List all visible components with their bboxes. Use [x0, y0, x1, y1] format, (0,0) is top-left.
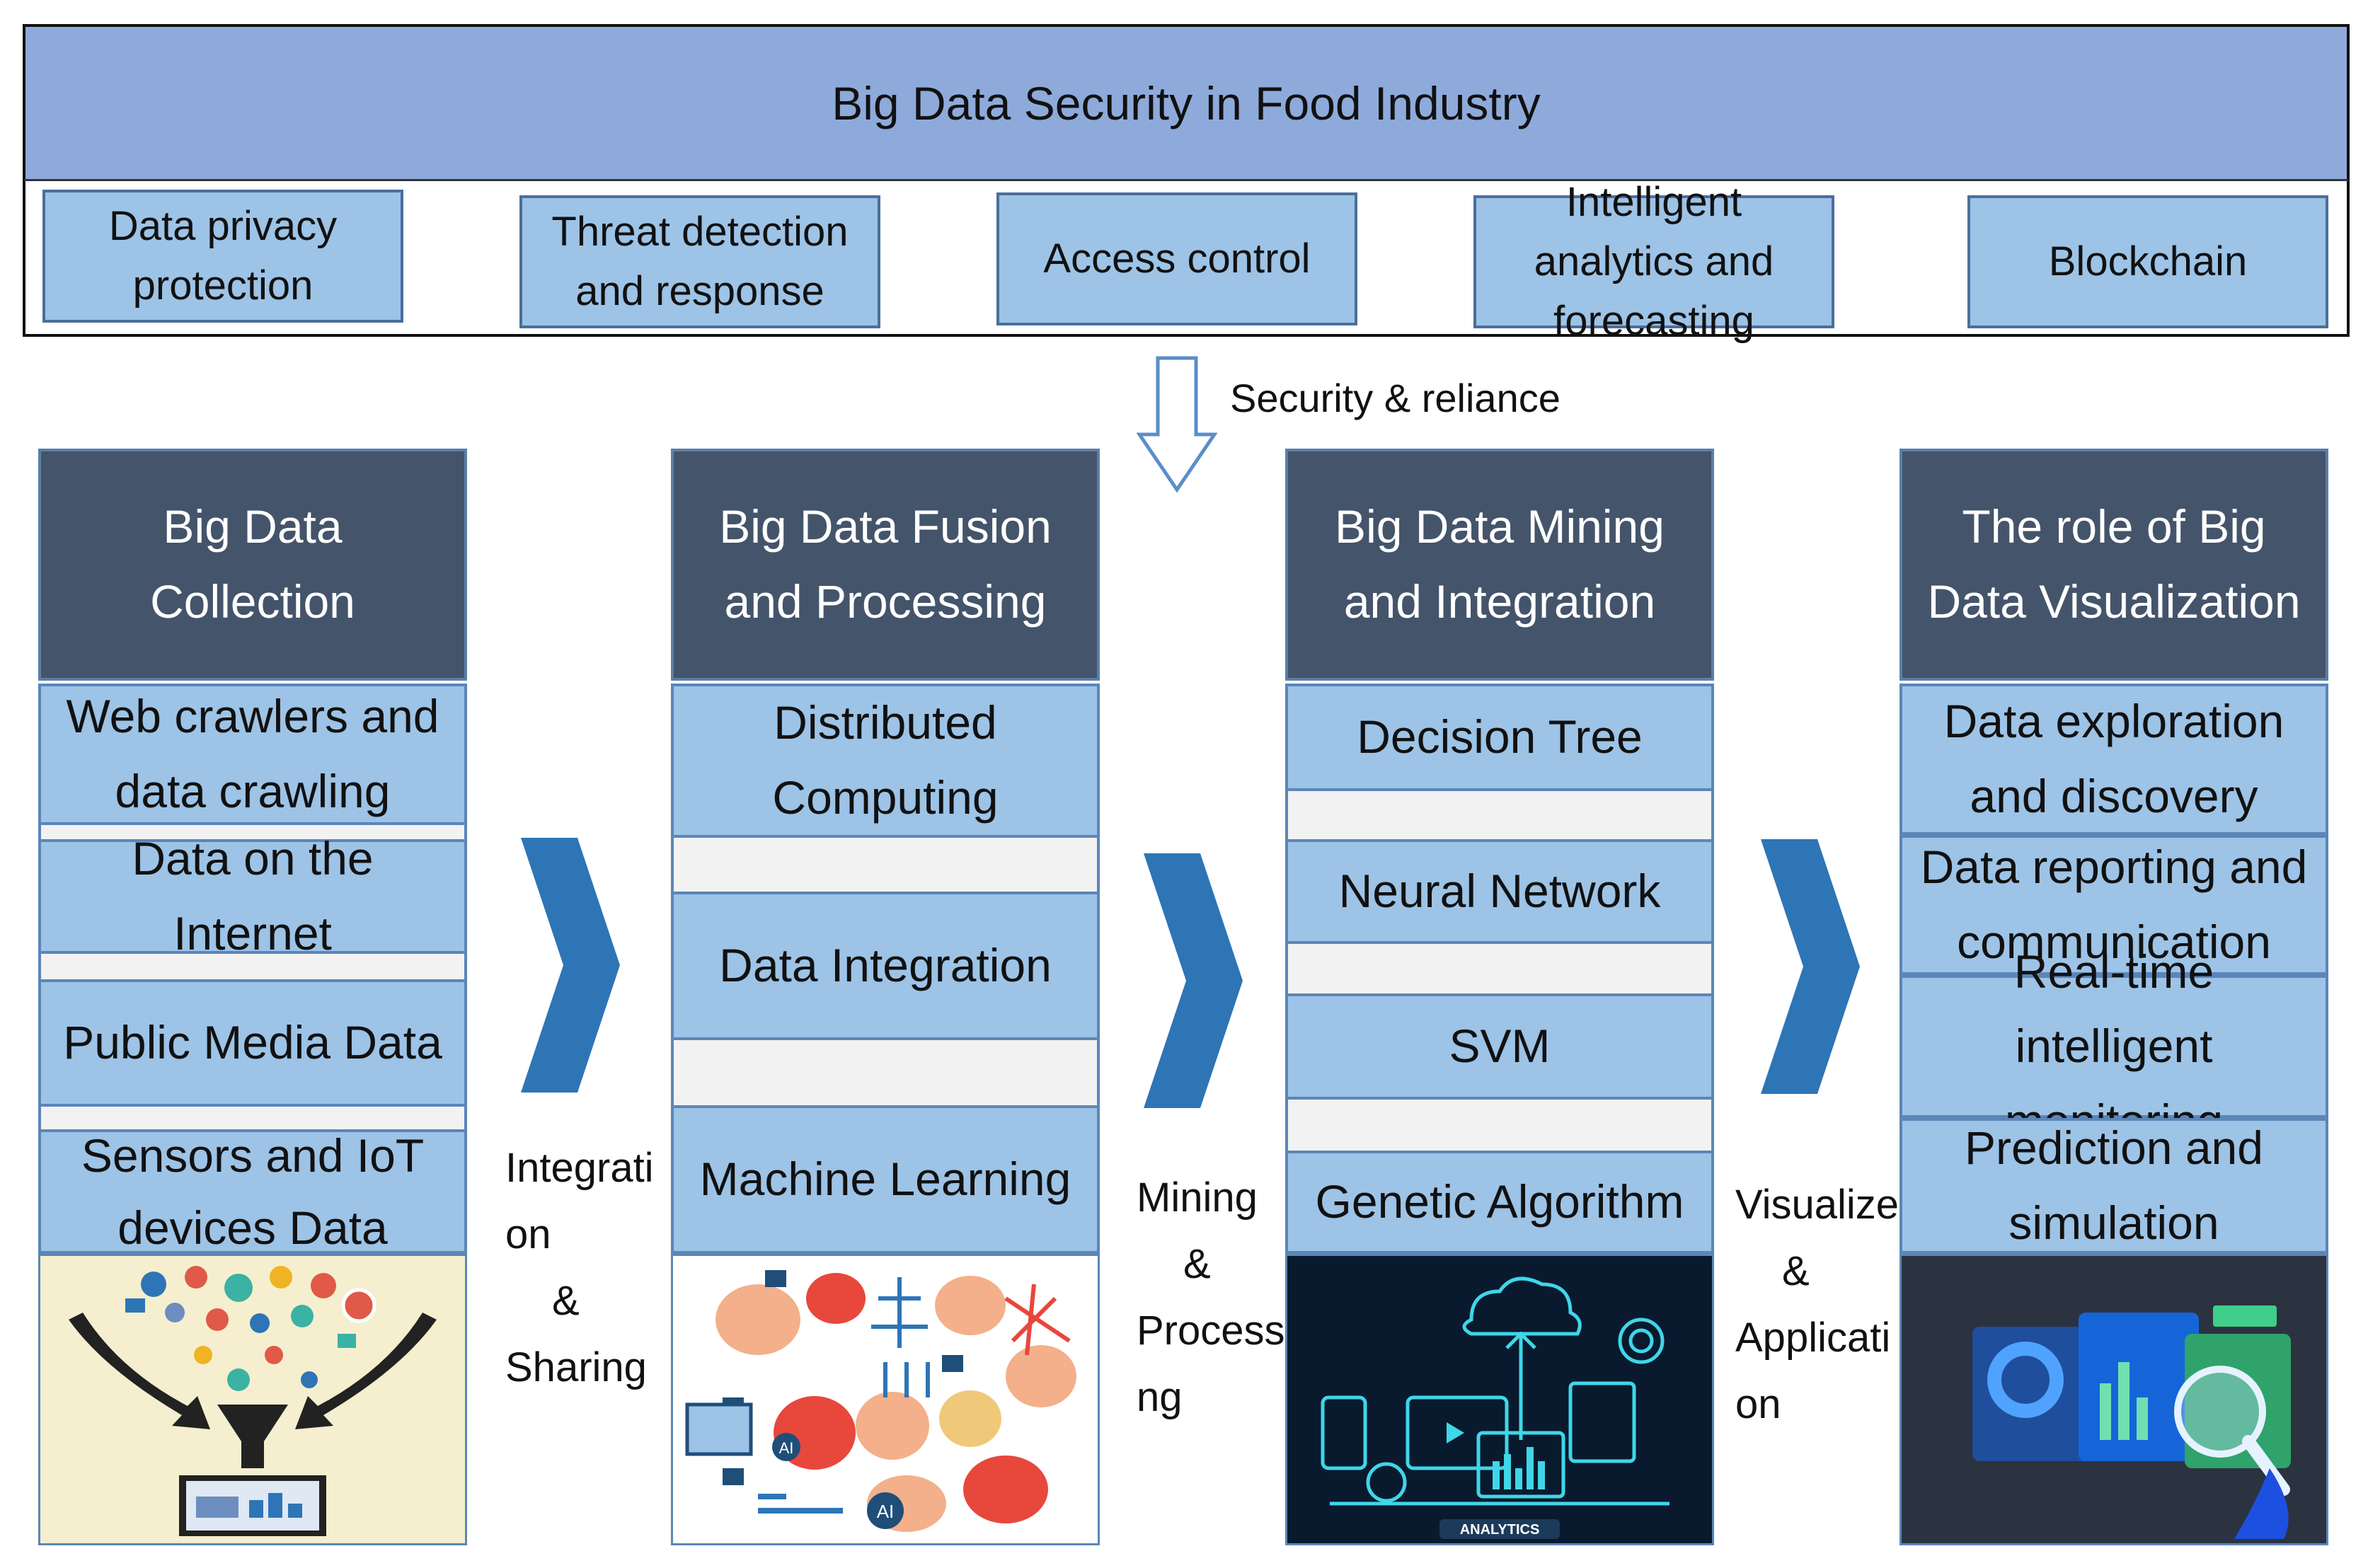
connector-text-line: &: [552, 1277, 580, 1324]
security-item-intelligent-analytics: Intelligent analytics and forecasting: [1473, 179, 1834, 344]
column-header-fusion: Big Data Fusion and Processing: [671, 449, 1100, 681]
security-item-blockchain: Blockchain: [1967, 195, 2328, 328]
connector-text-line: Sharing: [505, 1344, 647, 1390]
ai-badge-label: AI: [779, 1439, 794, 1457]
fusion-gap: [671, 1040, 1100, 1105]
data-collection-illustration: [38, 1254, 467, 1545]
ai-brain-heads-icon: [715, 1273, 1076, 1532]
connector-text-line: &: [1183, 1240, 1211, 1287]
analytics-dashboard-illustration: ANALYTICS: [1285, 1254, 1714, 1545]
collection-item-sensors: Sensors and IoT devices Data: [38, 1129, 467, 1254]
app-icons-cluster-icon: [125, 1266, 377, 1391]
flow-chevron-icon: [1144, 853, 1243, 1108]
connector-integration-sharing: Integrati on & Sharing: [505, 1135, 654, 1401]
flow-chevron-icon: [521, 838, 620, 1093]
collection-gap: [38, 954, 467, 979]
visualization-item-monitoring: Real-time intelligent monitoring: [1899, 945, 2328, 1147]
fusion-item-distributed-computing: Distributed Computing: [671, 684, 1100, 838]
fusion-item-machine-learning: Machine Learning: [671, 1105, 1100, 1254]
mining-item-svm: SVM: [1285, 993, 1714, 1100]
connector-mining-processing: Mining & Processi ng: [1137, 1165, 1294, 1431]
analytics-label: ANALYTICS: [1460, 1522, 1540, 1538]
funnel-icon: [217, 1405, 288, 1468]
security-item-access-control: Access control: [996, 192, 1357, 325]
magnifier-icon: [2174, 1366, 2266, 1458]
mining-item-neural-network: Neural Network: [1285, 839, 1714, 944]
mining-gap: [1285, 944, 1714, 993]
connector-text-line: Integrati: [505, 1145, 654, 1191]
collection-gap: [38, 825, 467, 839]
security-item-threat-detection: Threat detection and response: [519, 195, 880, 328]
security-item-data-privacy: Data privacy protection: [42, 190, 403, 323]
mining-item-genetic-algorithm: Genetic Algorithm: [1285, 1151, 1714, 1254]
connector-text-line: Visualize: [1735, 1182, 1899, 1228]
ai-badge-label: AI: [877, 1501, 895, 1522]
connector-text-line: &: [1782, 1247, 1810, 1294]
machine-learning-illustration: AI AI: [671, 1254, 1100, 1545]
connector-visualize-application: Visualize & Applicati on: [1735, 1172, 1899, 1438]
connector-text-line: Applicati: [1735, 1314, 1891, 1361]
column-header-collection: Big Data Collection: [38, 449, 467, 681]
collection-gap: [38, 1107, 467, 1129]
data-visualization-illustration: [1899, 1254, 2328, 1545]
column-header-visualization: The role of Big Data Visualization: [1899, 449, 2328, 681]
column-header-mining: Big Data Mining and Integration: [1285, 449, 1714, 681]
cloud-icon: [1462, 1276, 1582, 1336]
collection-item-internet: Data on the Internet: [38, 832, 467, 959]
collection-item-web-crawlers: Web crawlers and data crawling: [38, 684, 467, 825]
flow-chevron-icon: [1761, 839, 1860, 1094]
mining-gap: [1285, 1100, 1714, 1151]
fusion-gap: [671, 838, 1100, 892]
mining-item-decision-tree: Decision Tree: [1285, 684, 1714, 791]
visualization-item-prediction: Prediction and simulation: [1899, 1118, 2328, 1254]
collection-item-public-media: Public Media Data: [38, 979, 467, 1107]
connector-text-line: on: [505, 1211, 551, 1257]
fusion-item-data-integration: Data Integration: [671, 892, 1100, 1040]
phone-icon: [1321, 1395, 1367, 1470]
visualization-item-reporting: Data reporting and communication: [1899, 835, 2328, 975]
down-arrow-icon: [1137, 356, 1217, 493]
connector-text-line: ng: [1137, 1373, 1183, 1420]
mining-gap: [1285, 791, 1714, 839]
page-title: Big Data Security in Food Industry: [23, 24, 2350, 181]
security-arrow-label: Security & reliance: [1230, 376, 1561, 420]
connector-text-line: on: [1735, 1380, 1781, 1427]
connector-text-line: Processi: [1137, 1307, 1294, 1354]
connector-text-line: Mining: [1137, 1175, 1258, 1221]
visualization-item-exploration: Data exploration and discovery: [1899, 684, 2328, 835]
